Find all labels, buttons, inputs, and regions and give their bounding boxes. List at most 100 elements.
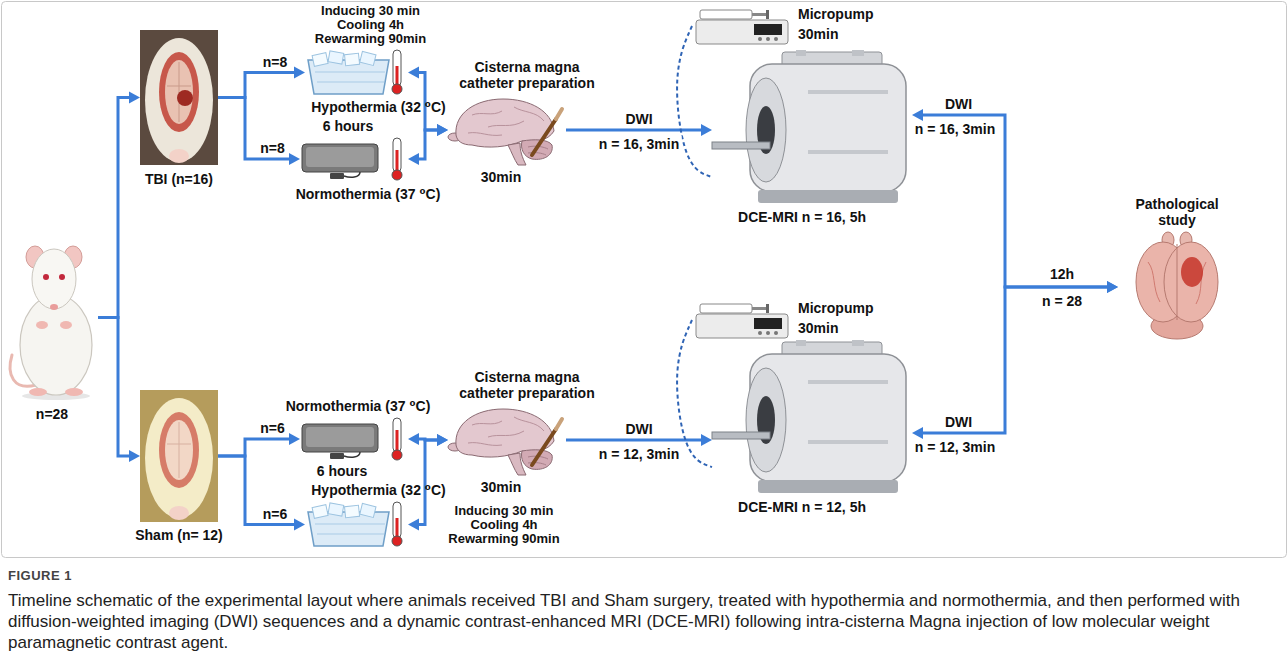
connector-group: [218, 456, 305, 531]
lesion: [1181, 257, 1203, 287]
sagittal-brain: [448, 99, 562, 165]
arrowhead: [437, 434, 448, 446]
annotation-label: n = 16, 3min: [913, 121, 998, 137]
node-text: DCE-MRI n = 12, 5h: [707, 499, 897, 515]
edge-label: n=6: [258, 420, 287, 436]
dashed-connector: [677, 320, 712, 467]
skull: [165, 60, 193, 124]
connector-arrow: [98, 318, 134, 457]
arrowhead: [408, 433, 419, 445]
connector-group: [912, 281, 1118, 439]
connector-arrow: [566, 129, 706, 132]
arrowhead: [289, 153, 300, 165]
rat-foot: [65, 388, 83, 396]
arrowhead: [701, 434, 712, 446]
craniotomy: [177, 90, 193, 106]
node-text: n=28: [12, 406, 92, 422]
rat-foot: [29, 388, 47, 396]
connector-group: [677, 26, 712, 177]
node-text: Cisterna magna catheter preparation: [451, 369, 603, 401]
scalp-incision: [159, 412, 199, 488]
figure-node: Inducing 30 min Cooling 4h Rewarming 90m…: [305, 50, 408, 95]
connector-arrow: [218, 456, 299, 525]
arrowhead: [912, 109, 923, 121]
rat-illustration: [10, 246, 92, 400]
micropump: [696, 10, 788, 44]
annotation-label: n = 12, 3min: [597, 446, 682, 462]
skull: [165, 420, 193, 480]
node-text: Inducing 30 min Cooling 4h Rewarming 90m…: [442, 504, 566, 546]
hemisphere: [1164, 242, 1218, 322]
edge-label: DWI: [623, 111, 654, 127]
connector-group: [912, 109, 1118, 293]
dashed-connector: [677, 26, 712, 177]
node-text: Inducing 30 min Cooling 4h Rewarming 90m…: [309, 4, 433, 46]
suture: [167, 422, 191, 478]
node-text: Sham (n= 12): [114, 527, 244, 543]
arrowhead: [294, 67, 305, 79]
connector-arrow: [918, 115, 1112, 287]
arrowhead: [701, 124, 712, 136]
connector-group: [218, 67, 305, 98]
arrowhead: [408, 519, 419, 531]
node-text: Pathological study: [1122, 196, 1232, 228]
annotation-label: n = 28: [1040, 293, 1084, 309]
arrowhead: [129, 92, 140, 104]
photo-background: [140, 30, 218, 165]
rat-fur: [145, 38, 213, 162]
arrowhead: [437, 124, 448, 136]
connector-arrow: [218, 73, 299, 98]
figure-number: FIGURE 1: [8, 568, 72, 584]
connector-group: [408, 124, 448, 165]
arrowhead: [129, 450, 140, 462]
edge-label: n=6: [261, 506, 290, 522]
micropump: [696, 304, 788, 338]
figure-node: TBI (n=16): [140, 30, 218, 165]
heating-pad: [302, 418, 402, 460]
dissected-brain: [1136, 232, 1218, 339]
figure-node: DCE-MRI n = 12, 5h: [712, 340, 912, 495]
ice-bucket: [308, 502, 402, 546]
node-text: Cisterna magna catheter preparation: [451, 59, 603, 91]
connector-arrow: [218, 98, 294, 160]
edge-label: n=8: [261, 54, 290, 70]
midline: [1177, 244, 1178, 320]
node-text: Normothermia (37 ⁰C): [268, 398, 448, 414]
node-text: 6 hours: [302, 463, 382, 479]
rat-paw: [60, 321, 72, 329]
rat-eye: [59, 274, 65, 280]
edge-label: DWI: [623, 421, 654, 437]
node-text: 30min: [471, 169, 531, 185]
figure-node: n=28: [6, 235, 98, 400]
connector-arrow: [218, 439, 294, 456]
arrowhead: [437, 124, 448, 136]
connector-group: [218, 433, 300, 456]
node-text: Hypothermia (32 ⁰C): [294, 482, 464, 498]
arrowhead: [408, 67, 419, 79]
figure-node: 6 hoursNormothermia (37 ⁰C): [300, 138, 408, 180]
figure-node: Pathological study: [1118, 232, 1236, 342]
rat-head: [32, 249, 76, 309]
sham-photo: [140, 390, 218, 522]
arrowhead: [912, 427, 923, 439]
figure-node: Sham (n= 12): [140, 390, 218, 522]
connector-arrow: [918, 287, 1112, 433]
node-text: 6 hours: [308, 118, 388, 134]
arrowhead: [408, 153, 419, 165]
node-text: Micropump: [798, 300, 890, 316]
figure-node: Cisterna magna catheter preparation30min: [448, 405, 566, 475]
edge-label: DWI: [943, 414, 974, 430]
connector-arrow: [98, 98, 134, 318]
arrowhead: [437, 434, 448, 446]
connector-group: [98, 92, 140, 318]
mri-scanner: [712, 50, 906, 203]
figure-caption: Timeline schematic of the experimental l…: [8, 590, 1280, 653]
annotation-label: 12h: [1048, 266, 1076, 282]
sagittal-brain: [448, 409, 562, 475]
edge-label: DWI: [943, 96, 974, 112]
node-text: Micropump: [798, 6, 890, 22]
figure-node: Micropump30min: [692, 6, 792, 46]
